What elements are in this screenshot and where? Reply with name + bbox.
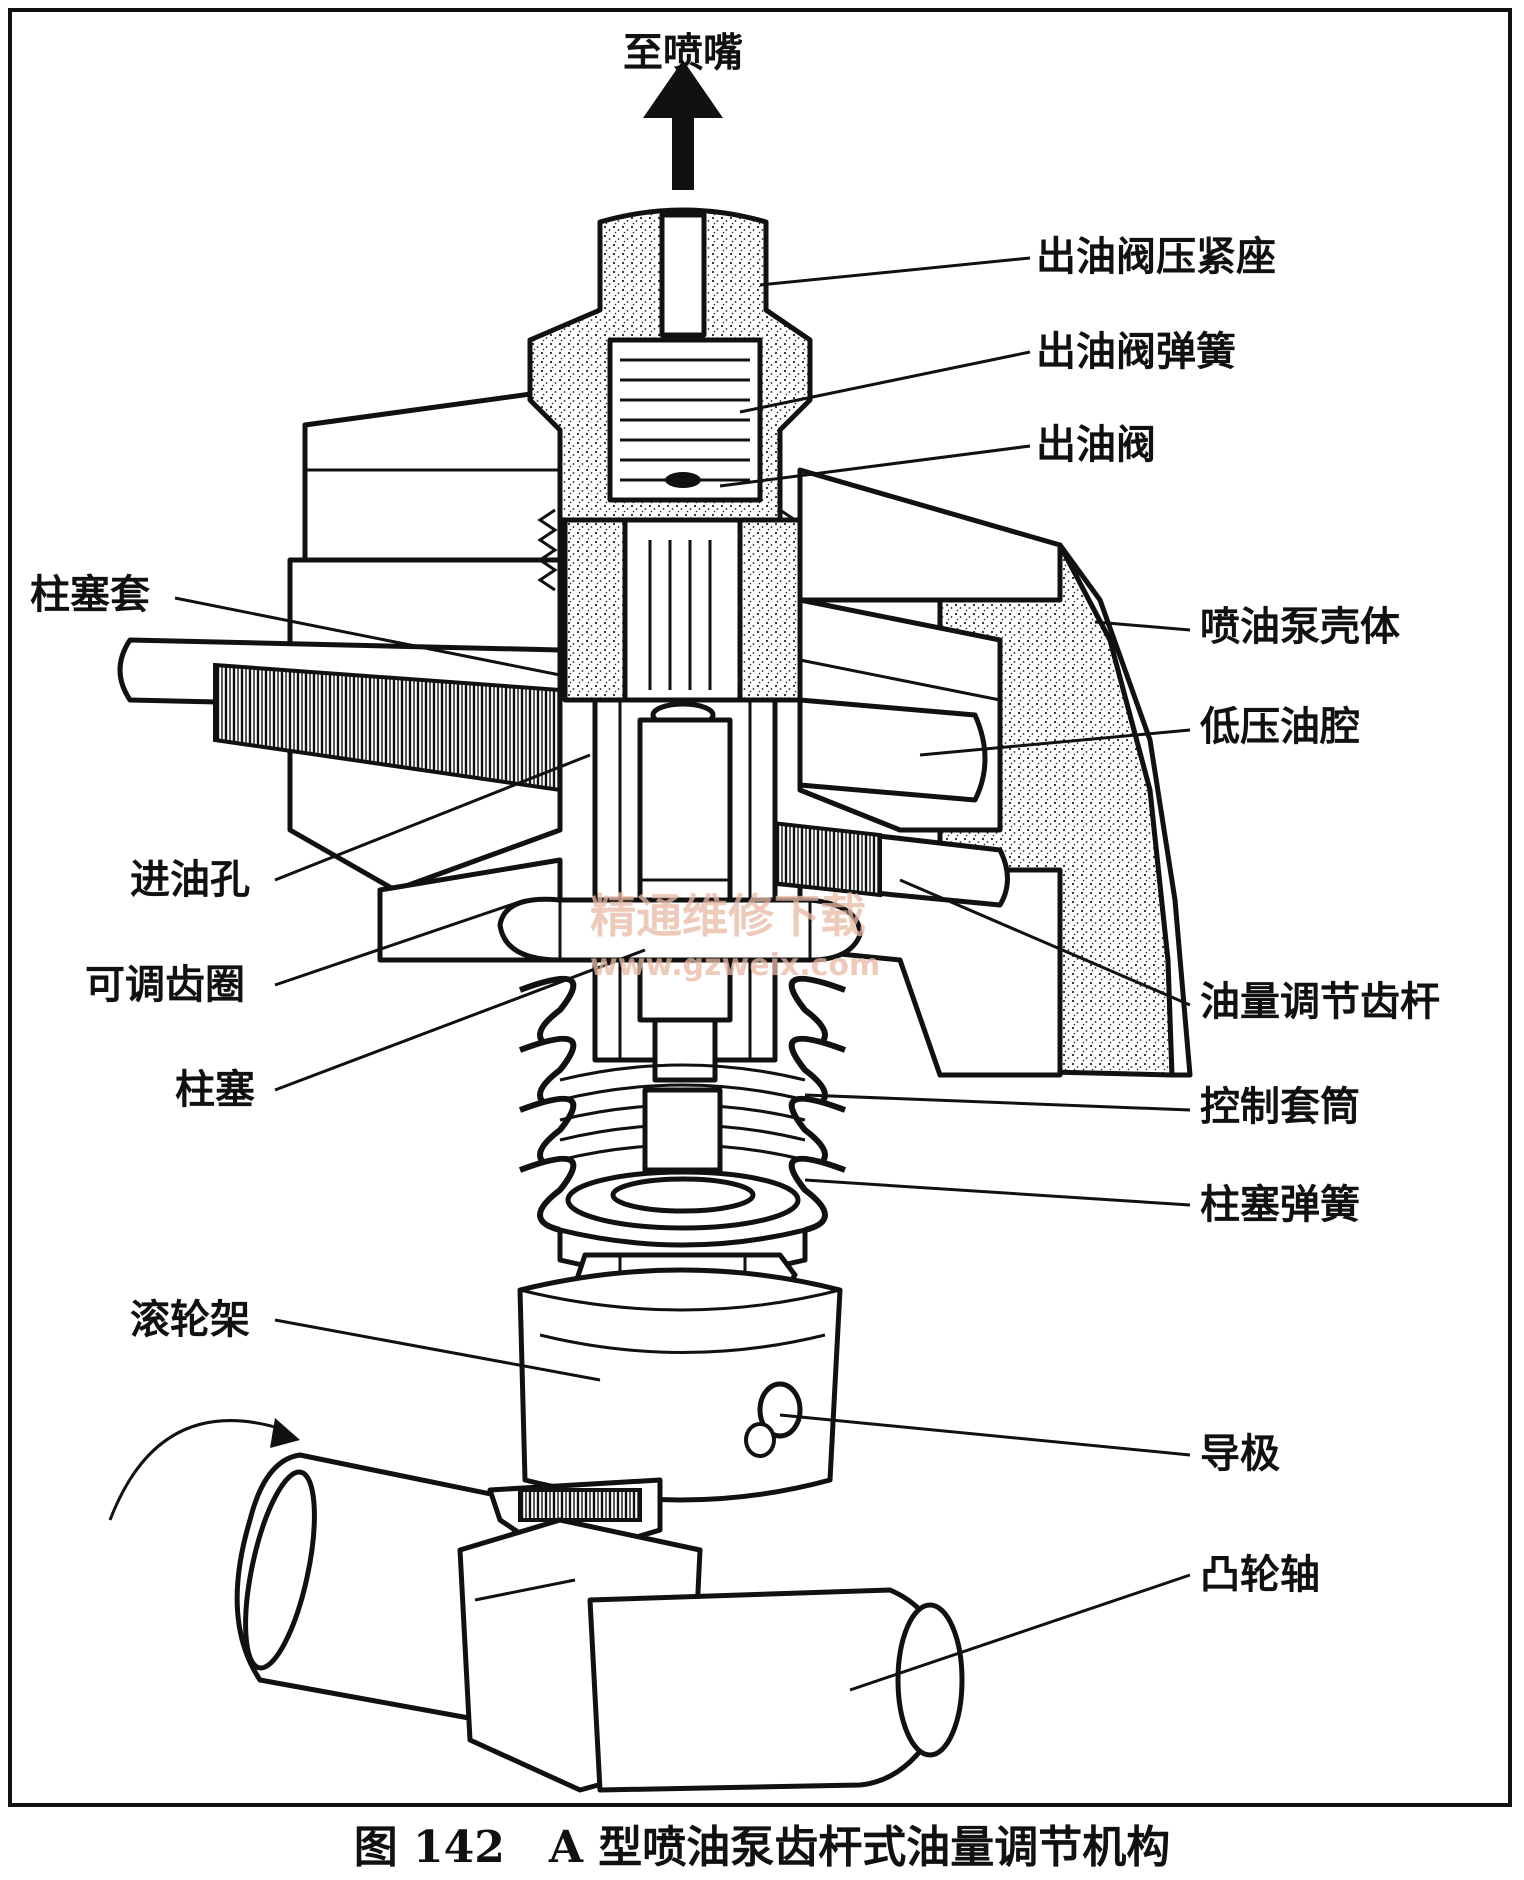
- watermark: 精通维修下载: [590, 889, 866, 943]
- label-control-rack: 油量调节齿杆: [1200, 979, 1440, 1025]
- label-top-to-nozzle: 至喷嘴: [623, 30, 743, 76]
- control-rack: [117, 637, 1010, 908]
- label-plunger-barrel: 柱塞套: [30, 572, 150, 618]
- camshaft: [108, 1418, 965, 1793]
- label-delivery-valve-spring: 出油阀弹簧: [1036, 329, 1236, 375]
- label-inlet-port: 进油孔: [130, 857, 250, 903]
- roller-tappet: [517, 1252, 843, 1503]
- plunger-spring: [518, 975, 847, 1233]
- label-delivery-valve-holder: 出油阀压紧座: [1036, 234, 1276, 280]
- label-camshaft: 凸轮轴: [1200, 1552, 1320, 1598]
- leader-lines: [174, 256, 1191, 1692]
- label-pump-housing: 喷油泵壳体: [1200, 604, 1400, 650]
- up-arrow-icon: [643, 60, 723, 190]
- label-roller-tappet: 滚轮架: [130, 1297, 250, 1343]
- label-guide-pin: 导极: [1200, 1431, 1280, 1477]
- delivery-valve-holder: [527, 207, 813, 523]
- rotation-arrow-icon: [108, 1419, 286, 1521]
- label-adjustable-gear-ring: 可调齿圈: [85, 962, 245, 1008]
- figure-caption: 图 142 A 型喷油泵齿杆式油量调节机构: [354, 1822, 1171, 1873]
- label-plunger-spring: 柱塞弹簧: [1200, 1182, 1360, 1228]
- label-plunger: 柱塞: [175, 1067, 255, 1113]
- watermark-url: www.gzweix.com: [590, 948, 880, 983]
- label-low-pressure-chamber: 低压油腔: [1200, 704, 1360, 750]
- control-sleeve: [565, 1087, 801, 1231]
- figure-frame: [8, 8, 1512, 1807]
- guide-pin-icon: [757, 1381, 803, 1439]
- plunger: [637, 717, 733, 1083]
- adjustable-gear-ring: [497, 896, 863, 963]
- low-pressure-chamber: [797, 697, 988, 803]
- label-control-sleeve: 控制套筒: [1200, 1084, 1360, 1130]
- label-delivery-valve: 出油阀: [1036, 422, 1156, 468]
